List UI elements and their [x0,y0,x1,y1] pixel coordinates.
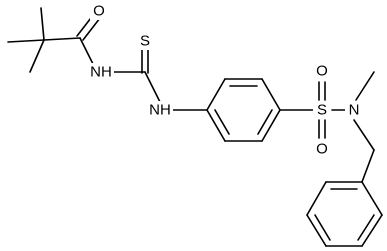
ring-bond [361,214,383,247]
ring-inner-bond [214,109,230,135]
bond [353,119,375,151]
sulfonyl-sulfur-label: S [317,102,327,119]
amide-nh-label: NH [90,64,112,81]
bond [43,37,81,41]
aryl-nh-label: NH [149,102,171,119]
double-bond [82,17,101,41]
sulfonyl-oxygen-bottom-label: O [316,141,328,158]
bond [144,71,161,103]
ring-bond [306,181,327,216]
ring-bond [261,78,281,111]
ring-bond [306,214,327,247]
ring-inner-bond [357,214,375,241]
sulfonyl-oxygen-top-label: O [316,63,328,80]
ring-inner-bond [257,109,273,135]
bond [40,7,45,41]
bond [29,39,45,73]
ring-bond [206,78,226,111]
bond [355,71,375,101]
ring-inner-bond [314,214,331,241]
bond [361,149,375,183]
amide-oxygen-label: O [93,3,105,20]
ring-bond [361,181,383,216]
thiocarbonyl-sulfur-label: S [140,33,150,50]
ring-bond [261,109,281,142]
ring-bond [206,109,226,142]
bond [7,39,45,43]
sulfonamide-nitrogen-label: N [349,102,360,119]
